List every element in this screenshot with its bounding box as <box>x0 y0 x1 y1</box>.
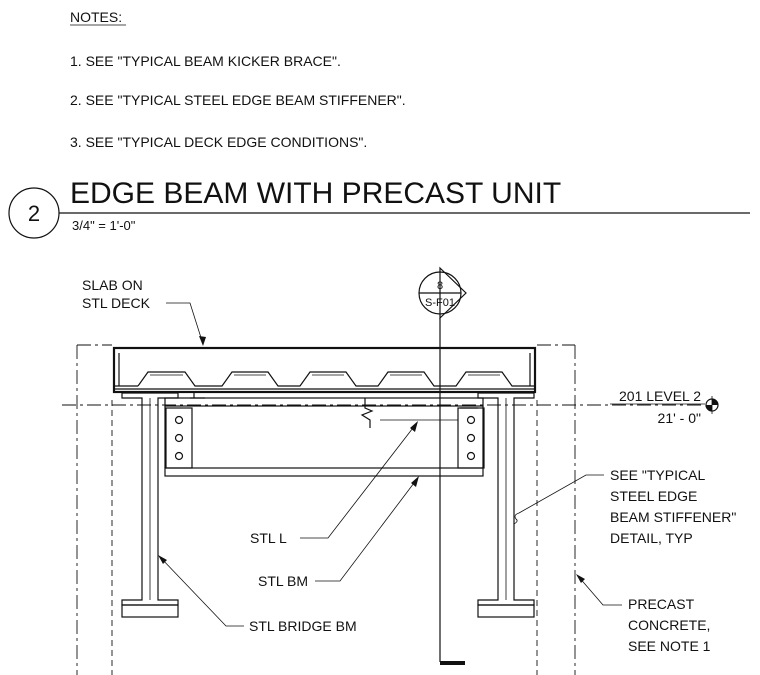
svg-text:DETAIL, TYP: DETAIL, TYP <box>610 530 693 546</box>
callout-steel-beam: STL BM <box>258 476 419 589</box>
svg-text:STL DECK: STL DECK <box>82 295 151 311</box>
section-marker-sheet: S-F01 <box>425 297 455 309</box>
level-name: 201 LEVEL 2 <box>619 388 701 404</box>
svg-text:PRECAST: PRECAST <box>628 596 695 612</box>
svg-text:BEAM STIFFENER": BEAM STIFFENER" <box>610 509 736 525</box>
svg-text:SEE "TYPICAL: SEE "TYPICAL <box>610 467 705 483</box>
detail-number: 2 <box>28 201 40 226</box>
svg-text:STEEL EDGE: STEEL EDGE <box>610 488 697 504</box>
svg-text:SEE NOTE 1: SEE NOTE 1 <box>628 638 711 654</box>
svg-text:STL BM: STL BM <box>258 573 308 589</box>
section-marker: 8 S-F01 <box>418 266 467 320</box>
note-2: 2. SEE "TYPICAL STEEL EDGE BEAM STIFFENE… <box>70 92 406 108</box>
precast-outline <box>76 344 576 675</box>
note-1: 1. SEE "TYPICAL BEAM KICKER BRACE". <box>70 53 341 69</box>
detail-scale: 3/4" = 1'-0" <box>72 218 136 233</box>
steel-angle <box>190 392 205 399</box>
detail-title: EDGE BEAM WITH PRECAST UNIT <box>70 177 561 210</box>
callout-precast: PRECAST CONCRETE, SEE NOTE 1 <box>576 574 711 654</box>
svg-text:STL BRIDGE BM: STL BRIDGE BM <box>249 618 357 634</box>
svg-text:SLAB ON: SLAB ON <box>82 277 143 293</box>
callout-slab-on-deck: SLAB ON STL DECK <box>82 277 206 346</box>
right-bridge-beam <box>477 392 535 618</box>
slab-on-deck <box>112 346 537 394</box>
detail-title-block: 2 EDGE BEAM WITH PRECAST UNIT 3/4" = 1'-… <box>8 177 750 239</box>
svg-text:STL L: STL L <box>250 530 287 546</box>
level-elevation: 21' - 0" <box>658 410 701 426</box>
callout-bridge-beam: STL BRIDGE BM <box>158 555 357 634</box>
callout-stiffener: SEE "TYPICAL STEEL EDGE BEAM STIFFENER" … <box>513 467 736 546</box>
steel-beam <box>164 397 484 477</box>
notes-block: NOTES: 1. SEE "TYPICAL BEAM KICKER BRACE… <box>70 9 406 150</box>
note-3: 3. SEE "TYPICAL DECK EDGE CONDITIONS". <box>70 134 367 150</box>
section-marker-number: 8 <box>437 280 443 292</box>
left-connection-angle <box>165 407 193 469</box>
left-bridge-beam <box>121 392 179 618</box>
callout-steel-angle: STL L <box>250 421 418 546</box>
right-connection-angle <box>457 407 485 469</box>
level-marker: 201 LEVEL 2 21' - 0" <box>610 388 719 426</box>
svg-text:CONCRETE,: CONCRETE, <box>628 617 710 633</box>
notes-heading: NOTES: <box>70 9 122 25</box>
